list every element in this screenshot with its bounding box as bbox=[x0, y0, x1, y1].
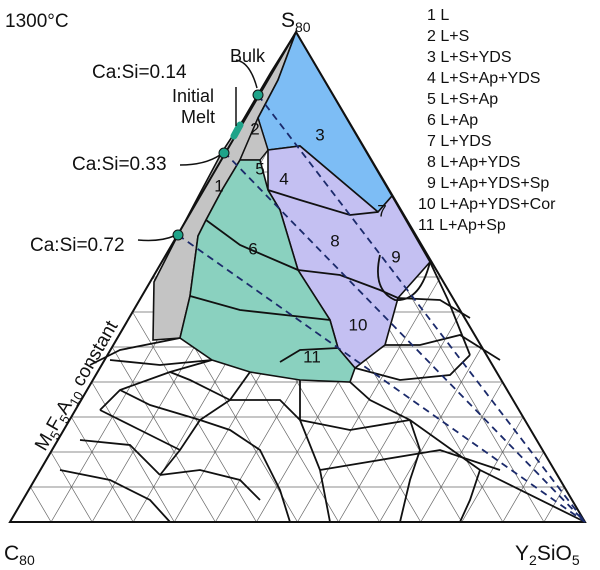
phase-boundary-line bbox=[189, 295, 331, 321]
region-number-1: 1 bbox=[214, 176, 223, 195]
region-number-5: 5 bbox=[255, 159, 264, 178]
legend-item: 4 L+S+Ap+YDS bbox=[427, 70, 540, 87]
phase-boundary-line bbox=[119, 389, 201, 421]
initial-melt-label-2: Melt bbox=[181, 107, 215, 127]
phase-boundary-line bbox=[205, 219, 299, 271]
vertex-right-label: Y2SiO5 bbox=[515, 542, 580, 568]
legend-item: 3 L+S+YDS bbox=[427, 49, 512, 66]
grid-line bbox=[30, 486, 52, 523]
ratio-label-033: Ca:Si=0.33 bbox=[72, 154, 167, 175]
phase-boundary-line bbox=[59, 469, 171, 523]
phase-boundary-line bbox=[319, 449, 501, 471]
dashed-line-014 bbox=[257, 94, 586, 523]
vertex-left-label: C80 bbox=[4, 542, 35, 568]
initial-melt-segment bbox=[230, 121, 244, 140]
region-number-10: 10 bbox=[349, 315, 368, 334]
ternary-outline bbox=[8, 30, 587, 523]
legend-item: 8 L+Ap+YDS bbox=[427, 154, 520, 171]
annotation-leaders bbox=[137, 59, 258, 242]
phase-boundary-line bbox=[109, 359, 213, 366]
phase-boundary-line bbox=[159, 469, 261, 501]
ratio-label-072: Ca:Si=0.72 bbox=[30, 235, 125, 256]
phase-boundary-line bbox=[385, 334, 501, 361]
grid-line bbox=[543, 486, 565, 523]
temperature-label: 1300°C bbox=[5, 11, 69, 32]
phase-boundary-line bbox=[279, 347, 339, 363]
marker-ca-si-033 bbox=[218, 147, 230, 159]
legend: 1 L 2 L+S 3 L+S+YDS 4 L+S+Ap+YDS 5 L+S+A… bbox=[418, 7, 556, 234]
initial-melt-label-1: Initial bbox=[172, 86, 214, 106]
region-number-2: 2 bbox=[250, 119, 259, 138]
phase-boundary-line bbox=[99, 409, 181, 451]
phase-boundary-line bbox=[79, 439, 161, 476]
phase-boundary-line bbox=[299, 419, 411, 431]
phase-boundary-line bbox=[429, 261, 471, 356]
vertex-top-label: S80 bbox=[281, 9, 311, 35]
phase-boundary-line bbox=[169, 371, 231, 401]
phase-boundary-line bbox=[89, 337, 181, 366]
marker-ca-si-014 bbox=[252, 89, 264, 101]
side-constant-label: M5F5A10 constant bbox=[31, 317, 125, 456]
phase-boundary-line bbox=[99, 359, 213, 411]
legend-item: 2 L+S bbox=[427, 28, 469, 45]
legend-item: 1 L bbox=[427, 7, 449, 24]
legend-item: 11 L+Ap+Sp bbox=[418, 217, 506, 234]
dashed-composition-lines bbox=[177, 94, 586, 523]
legend-item: 10 L+Ap+YDS+Cor bbox=[418, 196, 556, 213]
phase-boundary-line bbox=[354, 354, 471, 381]
phase-boundaries bbox=[59, 189, 586, 523]
region-number-6: 6 bbox=[248, 239, 257, 258]
ratio-label-014: Ca:Si=0.14 bbox=[92, 62, 187, 83]
phase-boundary-line bbox=[199, 419, 291, 523]
region-number-11: 11 bbox=[303, 347, 321, 366]
phase-boundary-line bbox=[299, 380, 331, 523]
legend-item: 6 L+Ap bbox=[427, 112, 478, 129]
grid-line bbox=[70, 416, 134, 523]
region-number-3: 3 bbox=[315, 125, 324, 144]
grid-line bbox=[111, 346, 216, 523]
phase-boundary-line bbox=[230, 399, 301, 421]
phase-boundary-line bbox=[377, 254, 431, 301]
grid-line bbox=[461, 416, 524, 523]
region-number-4: 4 bbox=[279, 169, 288, 188]
phase-boundary-line bbox=[399, 419, 421, 523]
dashed-line-033 bbox=[223, 151, 586, 523]
legend-item: 7 L+YDS bbox=[427, 133, 492, 150]
legend-item: 9 L+Ap+YDS+Sp bbox=[427, 175, 549, 192]
region-number-9: 9 bbox=[391, 247, 400, 266]
region-number-8: 8 bbox=[330, 231, 339, 250]
phase-boundary-line bbox=[267, 189, 379, 216]
marker-ca-si-072 bbox=[172, 229, 184, 241]
phase-boundary-line bbox=[297, 269, 399, 299]
phase-boundary-line bbox=[459, 469, 481, 523]
region-number-7: 7 bbox=[377, 201, 386, 220]
region-teal bbox=[179, 159, 356, 383]
region-numbers: 1 2 3 4 5 6 7 8 9 10 11 bbox=[214, 119, 400, 366]
bulk-label: Bulk bbox=[230, 46, 266, 66]
legend-item: 5 L+S+Ap bbox=[427, 91, 498, 108]
